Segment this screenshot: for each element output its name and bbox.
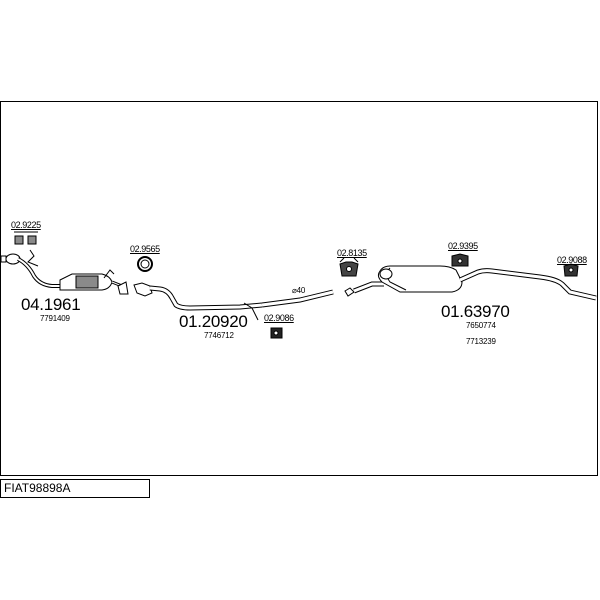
hanger-part-number[interactable]: 02.9086 [264,313,294,323]
rear-silencer-tailpipe[interactable] [344,265,597,301]
section3-oem-number: 7650774 [466,321,496,330]
hanger-part-number[interactable]: 02.8135 [337,248,367,258]
diagram-frame [0,101,598,476]
intermediate-pipe[interactable] [133,282,334,321]
section3-oem-number: 7713239 [466,337,496,346]
rubber-hanger-icon[interactable] [451,253,469,267]
section2-oem-number: 7746712 [204,331,234,340]
rubber-hanger-icon[interactable] [563,263,579,277]
rubber-hanger-icon[interactable] [270,327,283,339]
front-pipe-catalytic-converter[interactable] [0,253,129,295]
section1-part-number[interactable]: 04.1961 [21,295,81,314]
ring-clamp-part-number[interactable]: 02.9565 [130,244,160,254]
section2-part-number[interactable]: 01.20920 [179,312,248,331]
section3-part-number[interactable]: 01.63970 [441,302,510,321]
hanger-part-number[interactable]: 02.9395 [448,241,478,251]
clamp-icon[interactable] [14,231,39,267]
clamp-part-number[interactable]: 02.9225 [11,220,41,230]
ring-clamp-icon[interactable] [137,256,153,272]
diagram-code: FIAT98898A [0,479,150,498]
section1-oem-number: 7791409 [40,314,70,323]
hanger-part-number[interactable]: 02.9088 [557,255,587,265]
pipe-diameter: ⌀40 [292,286,306,295]
rubber-hanger-icon[interactable] [339,257,359,277]
